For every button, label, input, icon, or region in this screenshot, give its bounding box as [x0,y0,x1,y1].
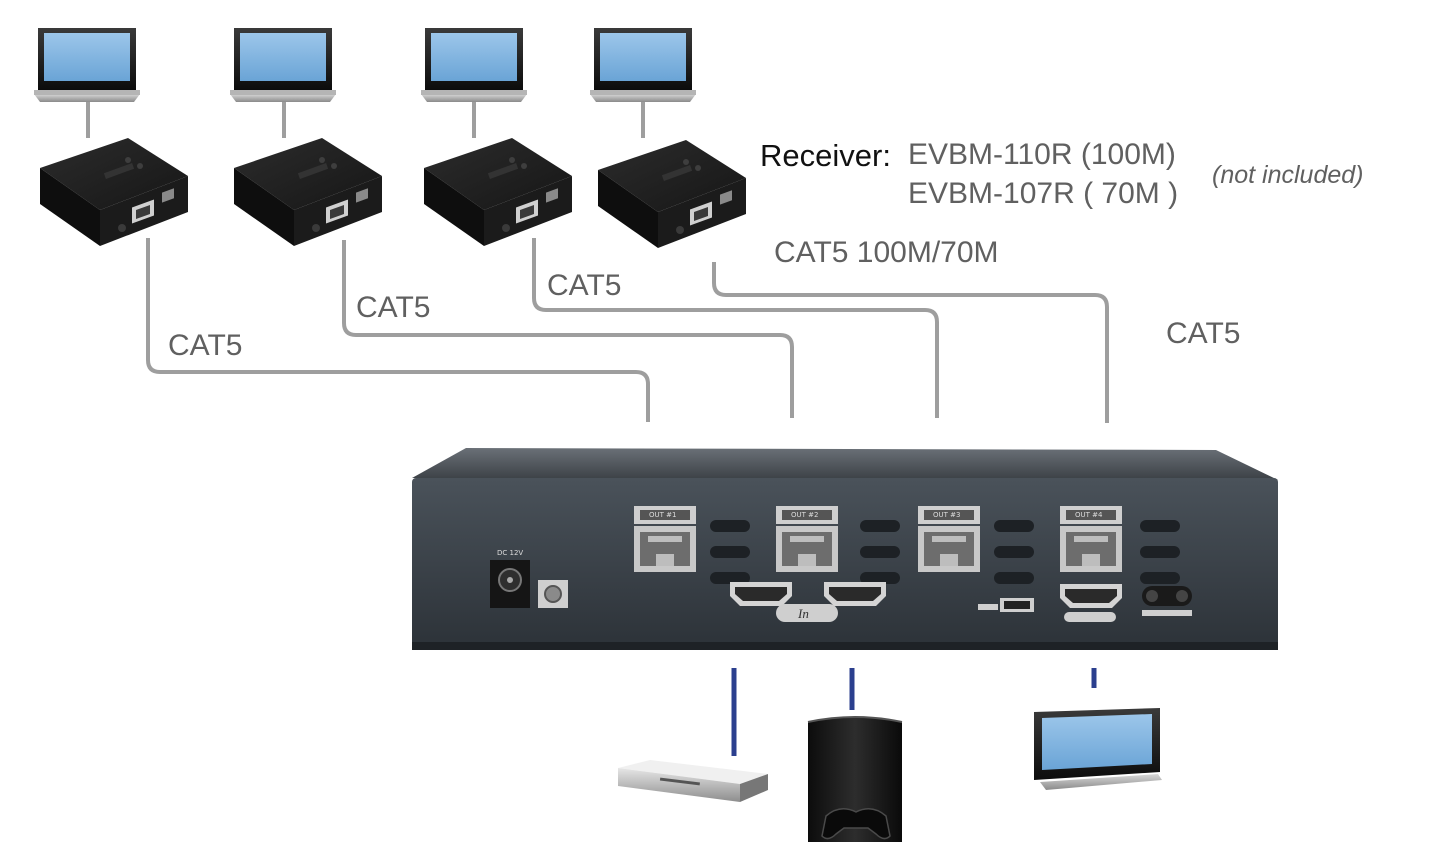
not-included-note: (not included) [1212,161,1364,189]
cat5-cable-1 [146,238,650,422]
cat5-cable-4 [712,262,1109,423]
dvd-player [618,760,768,802]
out-port-2: OUT #2 [776,506,838,572]
hdmi-in-port-2 [824,582,886,606]
cat5-label-4: CAT5 [1166,317,1241,350]
out-port-2-label: OUT #2 [791,511,818,519]
hdbaset-receiver-icon [40,138,188,246]
tv-monitor-icon [590,28,696,102]
receiver-model-1: EVBM-110R (100M) [908,138,1176,171]
cat5-label-3: CAT5 [547,269,622,302]
dc-label: DC 12V [497,549,523,557]
cat5-cable-2 [342,240,794,418]
remote-tv-1 [34,28,140,102]
tv-link-cables [86,100,645,138]
remote-tv-4 [590,28,696,102]
splitter-unit: DC 12V OUT #1 OUT #2 OUT #3 OUT #4 In [412,448,1278,650]
receiver-3 [424,138,572,246]
out-port-1-label: OUT #1 [649,511,676,519]
tv-monitor-icon [1034,708,1162,790]
cat5-cable-3 [532,238,939,418]
hdmi-cables [731,668,1097,756]
receiver-label: Receiver: [760,138,891,173]
remote-tv-2 [230,28,336,102]
out-port-3-label: OUT #3 [933,511,960,519]
game-console [807,716,903,842]
hdbaset-receiver-icon [598,140,746,248]
out-port-1: OUT #1 [634,506,696,572]
dvd-player-icon [618,760,768,802]
ground-terminal [538,580,568,608]
receiver-4 [598,140,746,248]
local-tv [1034,708,1162,790]
cat5-label-2: CAT5 [356,291,431,324]
in-label: In [797,606,809,621]
cat5-range-label: CAT5 100M/70M [774,236,999,269]
out-port-4-label: OUT #4 [1075,511,1103,519]
dip-switch [978,598,1034,612]
receiver-model-2: EVBM-107R ( 70M ) [908,177,1179,210]
hdmi-in-port-1 [730,582,792,606]
hdmi-in-label: In [776,604,838,622]
remote-tv-3 [421,28,527,102]
hdbaset-receiver-icon [424,138,572,246]
tv-monitor-icon [34,28,140,102]
tv-monitor-icon [230,28,336,102]
out-port-3: OUT #3 [918,506,980,572]
hdbaset-receiver-icon [234,138,382,246]
hdmi-local-out-port [1060,584,1122,608]
game-console-icon [807,716,903,842]
dc-power-jack: DC 12V [490,549,530,608]
cat5-label-1: CAT5 [168,329,243,362]
ir-connector [1142,586,1192,616]
receiver-2 [234,138,382,246]
out-port-4: OUT #4 [1060,506,1122,572]
receiver-1 [40,138,188,246]
tv-monitor-icon [421,28,527,102]
